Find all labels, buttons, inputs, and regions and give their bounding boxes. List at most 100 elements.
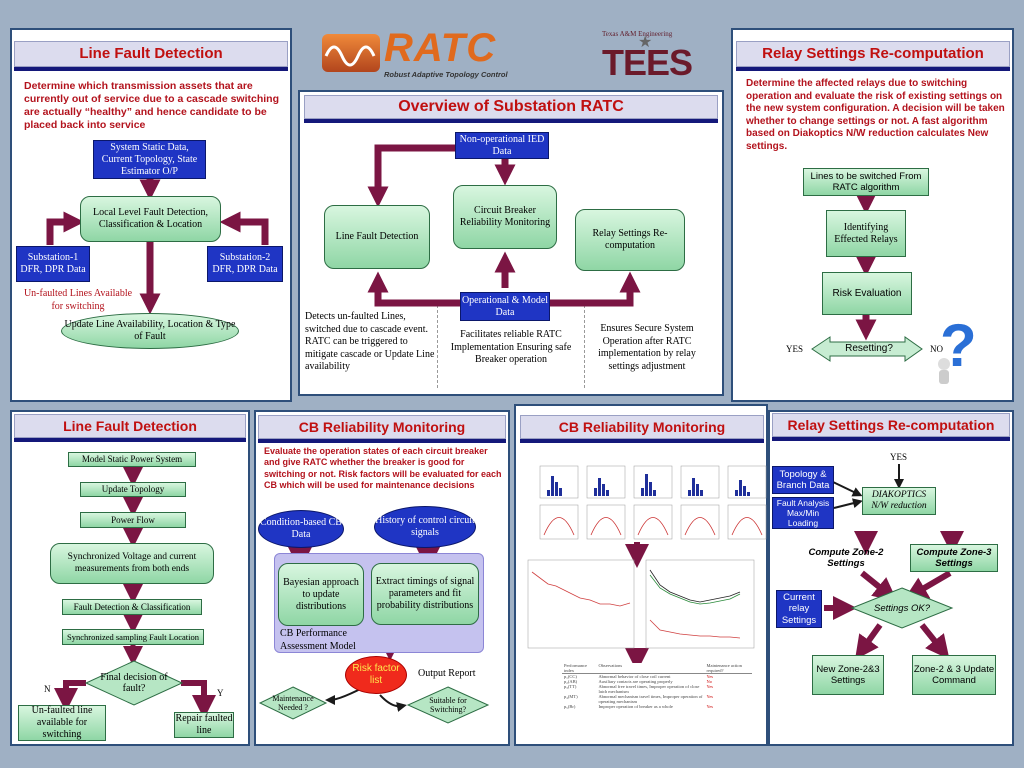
ov-arrow-4: [367, 271, 460, 307]
table-row: p₃(TT)Abnormal free travel times, Improp…: [562, 684, 752, 694]
table-cell: Improper operation of breaker as a whole: [598, 704, 673, 709]
p4-repair-line-box: Repair faulted line: [174, 712, 234, 738]
p1-arrow-2: [46, 211, 85, 245]
p5-perf-model-label: CB Performance Assessment Model: [280, 628, 356, 652]
table-cell: Abnormal mechanism travel times, Imprope…: [598, 694, 703, 704]
overview-title: Overview of Substation RATC: [304, 95, 718, 119]
p5-maintenance-label: Maintenance Needed ?: [272, 693, 314, 712]
ov-operational-data-box: Operational & Model Data: [460, 292, 550, 321]
p1-update-line-box: Update Line Availability, Location & Typ…: [61, 313, 239, 349]
p7-diakoptics-box: DIAKOPTICS N/W reduction: [862, 487, 936, 515]
table-cell: Yes: [706, 704, 714, 709]
table-cell: Auxiliary contacts are operating properl…: [598, 679, 673, 684]
table-cell: Yes: [706, 684, 714, 689]
p7-zone2-label: Compute Zone-2 Settings: [808, 546, 884, 569]
table-cell: No: [706, 679, 713, 684]
p6-line-chart-right-1: [649, 569, 741, 603]
p5-output-report-label: Output Report: [418, 668, 476, 679]
table-cell: Yes: [706, 694, 714, 699]
table-row: p₂(AB) Auxiliary contacts are operating p…: [562, 679, 752, 684]
tees-logo-word: TEES: [602, 42, 693, 83]
ov-text-line-fault: Detects un-faulted Lines, switched due t…: [305, 311, 435, 372]
p7-arrow-4: [903, 570, 952, 601]
p7-current-relay-box: Current relay Settings: [776, 590, 822, 628]
p7-arrow-3: [860, 570, 898, 602]
tees-star-icon: ★: [638, 34, 653, 51]
p7-new-settings-box: New Zone-2&3 Settings: [812, 655, 884, 695]
ov-relay-settings-box: Relay Settings Re-computation: [575, 209, 685, 271]
p4-step-model: Model Static Power System: [68, 452, 196, 467]
panel1-description: Determine which transmission assets that…: [24, 80, 279, 132]
tees-logo-top: Texas A&M Engineering: [602, 30, 673, 38]
p1-substation1-box: Substation-1 DFR, DPR Data: [16, 246, 90, 282]
question-mark-figure-icon: ?: [930, 312, 982, 390]
p7-arrow-7: [919, 623, 950, 660]
p4-arrow-7: [54, 680, 86, 712]
p1-substation2-box: Substation-2 DFR, DPR Data: [207, 246, 283, 282]
p6-line-chart-right-2: [649, 574, 741, 605]
p3-no-label: NO: [930, 344, 943, 354]
tees-logo: Texas A&M Engineering ★ TEES: [602, 30, 698, 83]
p1-local-fault-detection-box: Local Level Fault Detection, Classificat…: [80, 196, 221, 242]
ov-text-relay: Ensures Secure System Operation after RA…: [598, 323, 696, 372]
panel5-title-bar: [258, 439, 506, 443]
p3-yes-label: YES: [786, 344, 804, 354]
table-cell: p₁(CC): [564, 674, 577, 679]
ratc-logo-word: RATC: [384, 26, 497, 70]
p5-history-signals-ellipse: History of control circuit signals: [374, 506, 476, 548]
p3-risk-evaluation-box: Risk Evaluation: [822, 272, 912, 315]
p5-condition-data-ellipse: Condition-based CB Data: [258, 510, 344, 548]
p4-step-powerflow: Power Flow: [80, 512, 186, 528]
table-header-cell: Maintenance action required?: [706, 663, 742, 673]
p4-step-topology: Update Topology: [80, 482, 186, 497]
p6-histogram-row: [539, 465, 767, 540]
p4-n-label: N: [44, 684, 51, 694]
table-row: p₅(Br) Improper operation of breaker as a…: [562, 704, 752, 709]
panel3-description: Determine the affected relays due to swi…: [746, 78, 1005, 152]
panel3-title-bar: [736, 67, 1010, 71]
p4-decision-label: Final decision of fault?: [100, 671, 168, 695]
p4-y-label: Y: [217, 688, 224, 698]
overview-divider-1: [437, 300, 438, 388]
ov-arrow-1: [367, 144, 455, 208]
p6-line-chart-right-3: [649, 619, 741, 639]
table-header-row: Performance index Observations Maintenan…: [562, 663, 752, 674]
p1-arrow-3: [219, 211, 269, 245]
p3-lines-switched-box: Lines to be switched From RATC algorithm: [803, 168, 929, 196]
p7-arrow-6: [854, 623, 883, 660]
panel7-title: Relay Settings Re-computation: [772, 413, 1010, 437]
p6-line-chart-left: [531, 571, 631, 607]
table-row: p₁(CC) Abnormal behavior of close coil cu…: [562, 674, 752, 679]
ov-line-fault-box: Line Fault Detection: [324, 205, 430, 269]
p6-performance-table: Performance index Observations Maintenan…: [562, 663, 752, 709]
table-header-cell: Performance index: [564, 663, 587, 673]
table-cell: p₂(AB): [564, 679, 578, 684]
p7-topo-arrow: [832, 481, 863, 497]
p7-zone3-box: Compute Zone-3 Settings: [910, 544, 998, 572]
p4-step-sync-measurements: Synchronized Voltage and current measure…: [50, 543, 214, 584]
panel4-title-bar: [14, 438, 246, 442]
p7-topology-box: Topology & Branch Data: [772, 466, 834, 494]
table-cell: p₅(Br): [564, 704, 576, 709]
table-cell: p₃(TT): [564, 684, 577, 689]
ratc-logo-subtitle: Robust Adaptive Topology Control: [384, 70, 508, 79]
panel6-title-bar: [520, 439, 764, 443]
panel1-title-bar: [14, 67, 288, 71]
table-cell: Abnormal behavior of close coil current: [598, 674, 671, 679]
p5-risk-factor-list: Risk factor list: [345, 656, 407, 694]
panel7-title-bar: [772, 437, 1010, 441]
table-cell: Yes: [706, 674, 714, 679]
table-cell: p₄(MT): [564, 694, 578, 699]
p3-identifying-relays-box: Identifying Effected Relays: [826, 210, 906, 257]
p4-step-sync-sampling: Synchronized sampling Fault Location: [62, 629, 204, 645]
panel3-title: Relay Settings Re-computation: [736, 41, 1010, 67]
p5-switching-label: Suitable for Switching?: [429, 695, 467, 714]
p5-out-arrow-2: [379, 694, 407, 712]
ov-nonop-ied-box: Non-operational IED Data: [455, 132, 549, 159]
panel5-description: Evaluate the operation states of each ci…: [264, 446, 502, 490]
